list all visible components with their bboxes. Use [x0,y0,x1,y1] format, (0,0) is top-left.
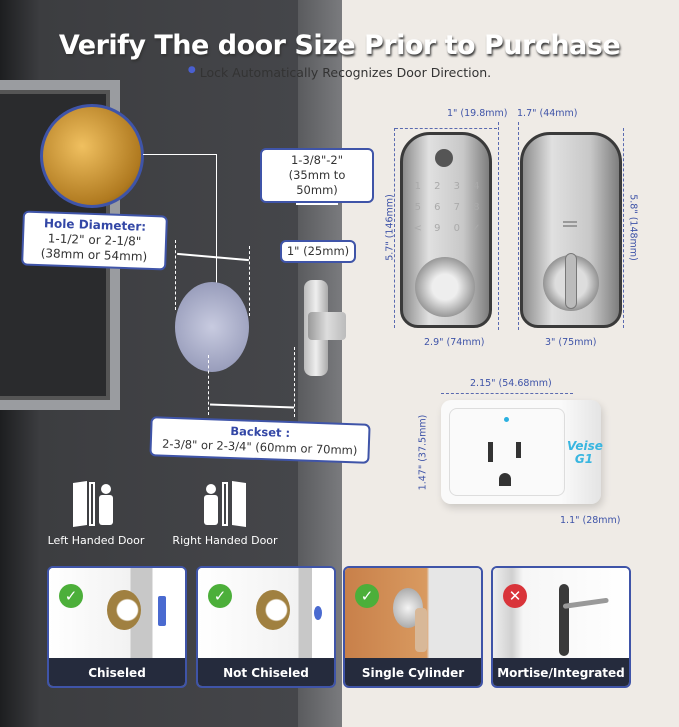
lock-back-interior [520,132,622,328]
lock-front-keypad: 1 2 3 4 5 6 7 8 <9 0 ✓ [400,132,492,328]
hole-diameter-label: Hole Diameter: 1-1/2" or 2-1/8" (38mm or… [21,210,168,271]
card-caption: Chiseled [49,658,185,686]
keypad-key: 3 [453,181,460,192]
dimension-line [249,246,250,316]
keypad-key: 7 [453,202,460,213]
front-depth-dim: 1" (19.8mm) [447,108,508,119]
backset-label: Backset : 2-3/8" or 2-3/4" (60mm or 70mm… [149,416,371,464]
back-height-dim: 5.8" (148mm) [627,194,639,261]
round-latch [314,606,322,620]
dimension-line [175,240,176,310]
latch-width-label: 1" (25mm) [280,240,356,263]
chiseled-latch [158,596,166,626]
fingerprint-sensor-icon [435,149,453,167]
plug-depth-dim: 1.1" (28mm) [560,515,621,526]
dimension-line [518,122,519,330]
left-handed-door-label: Left Handed Door [47,534,145,547]
keypad-key: 1 [414,181,421,192]
plug-face [449,408,565,496]
key-image [415,608,427,652]
door-thickness-label: 1-3/8"-2" (35mm to 50mm) [260,148,374,203]
right-handed-door: Right Handed Door [160,480,290,547]
card-caption: Not Chiseled [198,658,334,686]
card-caption: Single Cylinder [345,658,481,686]
dimension-line [294,347,295,417]
dimension-line [395,128,497,129]
keypad-key: 0 [453,223,460,234]
leader-line [143,154,216,155]
subtitle: ● Lock Automatically Recognizes Door Dir… [0,65,679,80]
keypad-key: 9 [434,223,441,234]
back-width-dim: 3" (75mm) [545,337,597,348]
back-depth-dim: 1.7" (44mm) [517,108,578,119]
right-handed-door-icon [204,480,248,527]
keypad: 1 2 3 4 5 6 7 8 <9 0 ✓ [411,181,483,234]
check-icon: ✓ [355,584,379,608]
hole-diameter-metric: (38mm or 54mm) [40,246,148,264]
plug-width-dim: 2.15" (54.68mm) [470,378,552,389]
model-name: G1 [574,452,594,466]
status-led [504,417,509,422]
key-cylinder [415,257,475,317]
keypad-key: 5 [414,202,421,213]
leader-line [216,154,217,312]
left-handed-door-icon [73,480,117,527]
lever-handle-image [562,597,609,609]
check-icon: ✓ [208,584,232,608]
check-icon: ✓ [59,584,83,608]
dimension-line [441,393,573,394]
card-mortise: ✕ Mortise/Integrated [491,566,631,688]
keypad-key: 2 [434,181,441,192]
bore-hole-image [107,590,141,630]
mortise-plate-image [559,584,569,656]
subtitle-text: Lock Automatically Recognizes Door Direc… [199,65,492,80]
cross-icon: ✕ [503,584,527,608]
dimension-line [623,128,624,328]
front-width-dim: 2.9" (74mm) [424,337,485,348]
door-thickness-value: 1-3/8"-2" [290,153,344,167]
backset-heading: Backset : [230,423,291,441]
card-chiseled: ✓ Chiseled [47,566,187,688]
backset-value: 2-3/8" or 2-3/4" (60mm or 70mm) [161,436,358,458]
outlet-slot [488,442,493,462]
bore-hole-image [256,590,290,630]
keypad-key: < [413,223,422,234]
card-caption: Mortise/Integrated [493,658,629,686]
dimension-line [394,128,395,328]
outlet-ground [499,473,511,486]
dimension-line [208,355,209,415]
plug-height-dim: 1.47" (37.5mm) [417,414,429,491]
bullet-icon: ● [187,65,196,75]
battery-cover-line [563,221,577,227]
latch-closeup-image [40,104,144,208]
card-not-chiseled: ✓ Not Chiseled [196,566,336,688]
door-thickness-arrow [296,203,338,205]
keypad-key: 8 [473,202,480,213]
dimension-line [498,122,499,330]
outlet-slot [516,442,521,458]
latch-bolt [308,312,346,340]
right-handed-door-label: Right Handed Door [172,534,278,547]
door-thickness-metric: (35mm to 50mm) [288,168,346,197]
bore-hole [175,282,249,372]
brand-name: Veise [567,439,603,453]
card-single-cylinder: ✓ Single Cylinder [343,566,483,688]
left-handed-door: Left Handed Door [31,480,161,547]
page-title: Verify The door Size Prior to Purchase [58,30,621,61]
front-height-dim: 5.7" (146mm) [384,194,396,261]
keypad-key: 6 [434,202,441,213]
thumb-turn-lever [565,253,577,309]
keypad-key: ✓ [472,223,481,234]
keypad-key: 4 [473,181,480,192]
